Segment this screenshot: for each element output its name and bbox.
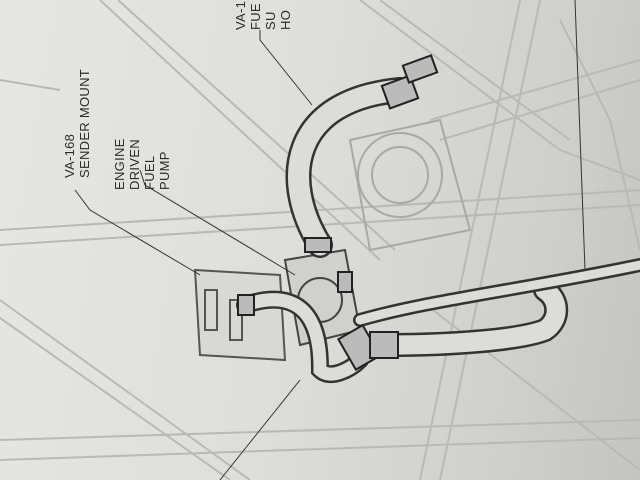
label-line: HO xyxy=(278,9,293,30)
label-line: FUE xyxy=(248,3,263,30)
label-line: ENGINE xyxy=(112,138,127,190)
fuel-pump-label: ENGINE DRIVEN FUEL PUMP xyxy=(112,138,172,190)
fittings xyxy=(237,54,439,371)
engine-boss xyxy=(348,118,472,252)
label-line: SU xyxy=(263,11,278,30)
label-line: VA-1 xyxy=(233,0,248,30)
part-name: SENDER MOUNT xyxy=(77,68,92,178)
label-line: PUMP xyxy=(157,151,172,190)
sender-mount-label: VA-168 SENDER MOUNT xyxy=(62,69,92,178)
label-line: FUEL xyxy=(142,155,157,190)
label-line: DRIVEN xyxy=(127,139,142,190)
leader-lines xyxy=(74,0,586,480)
supply-hose-label: VA-1 FUE SU HO xyxy=(233,1,293,30)
part-number: VA-168 xyxy=(62,133,77,178)
fuel-hoses xyxy=(236,77,640,384)
